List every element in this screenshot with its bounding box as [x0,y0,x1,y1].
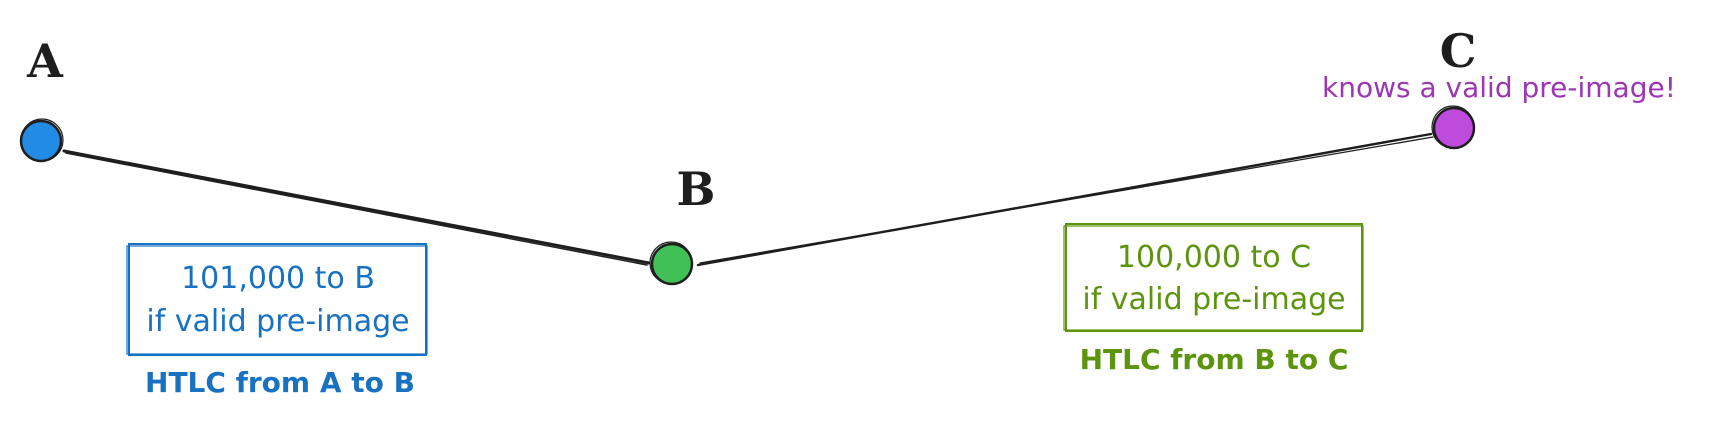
node-b-circle-sketch [649,241,693,285]
node-a-circle-sketch [20,118,64,162]
htlc-b-to-c-caption: HTLC from B to C [1080,343,1349,376]
htlc-a-to-b: 101,000 to B if valid pre-image HTLC fro… [126,243,428,399]
htlc-b-to-c-condition: if valid pre-image [1082,282,1345,317]
edge-b-c [696,132,1433,267]
htlc-a-to-b-amount: 101,000 to B [181,261,375,296]
node-b-label: B [677,162,716,216]
htlc-a-to-b-caption: HTLC from A to B [145,366,415,399]
node-a-label: A [26,34,64,88]
node-c: C knows a valid pre-image! [1322,24,1676,150]
htlc-a-to-b-box [128,243,427,356]
node-c-note: knows a valid pre-image! [1322,71,1676,104]
htlc-a-to-b-box-sketch [126,245,428,355]
node-a: A [19,34,64,163]
node-c-circle-sketch [1431,105,1475,149]
edge-a-b-sketch [65,152,648,266]
node-c-label: C [1440,24,1477,78]
htlc-b-to-c-box-sketch [1063,225,1364,331]
htlc-a-to-b-condition: if valid pre-image [146,304,409,339]
edge-a-b [62,149,651,265]
edge-b-c-sketch [699,136,1434,264]
htlc-b-to-c-box [1065,223,1363,332]
node-b: B [649,162,716,286]
htlc-b-to-c-amount: 100,000 to C [1117,240,1311,275]
htlc-b-to-c: 100,000 to C if valid pre-image HTLC fro… [1063,223,1364,376]
edges [62,132,1434,267]
